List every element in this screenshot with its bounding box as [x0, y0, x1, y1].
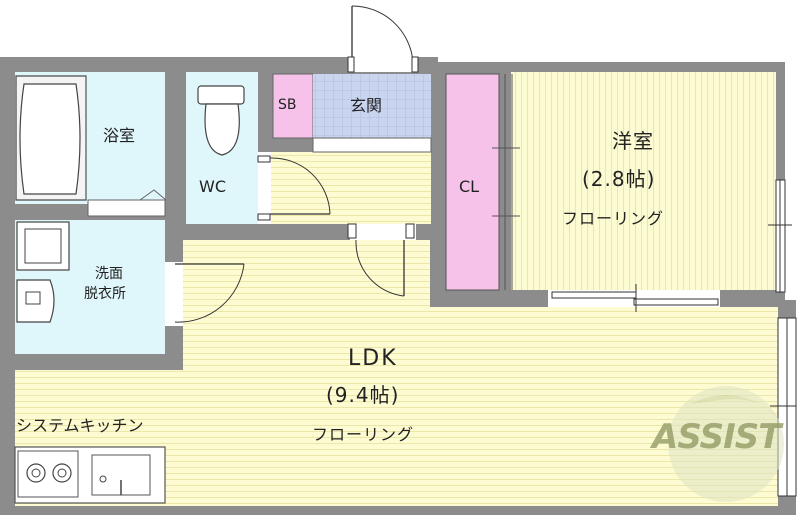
closet-area [445, 73, 500, 291]
washroom-label-line2: 脱衣所 [84, 286, 126, 302]
stove-burner-left [26, 463, 46, 483]
assist-logo [668, 386, 784, 502]
ldk-name: LDK [348, 346, 398, 371]
washing-machine [16, 221, 70, 271]
entrance-area [313, 74, 431, 138]
ldk-size: (9.4帖) [326, 383, 400, 407]
entrance-label: 玄関 [350, 96, 383, 115]
western-room-floor-type: フローリング [562, 209, 665, 228]
assist-logo-text: ASSIST [652, 417, 781, 457]
western-room-name: 洋室 [612, 129, 654, 153]
kitchen-label: システムキッチン [16, 416, 144, 435]
western-room-floor [511, 72, 776, 290]
bathroom-label: 浴室 [103, 126, 136, 145]
closet-label: CL [459, 177, 480, 196]
washroom-label-line1: 洗面 [95, 266, 123, 282]
western-room-size: (2.8帖) [582, 167, 656, 191]
stove-burner-right [52, 463, 72, 483]
shoe-box-label: SB [278, 97, 297, 113]
toilet-label: WC [199, 177, 226, 196]
ldk-floor-type: フローリング [312, 425, 415, 444]
ldk-floor [15, 240, 778, 506]
shoe-box-area [272, 73, 314, 139]
wash-basin [16, 279, 55, 323]
